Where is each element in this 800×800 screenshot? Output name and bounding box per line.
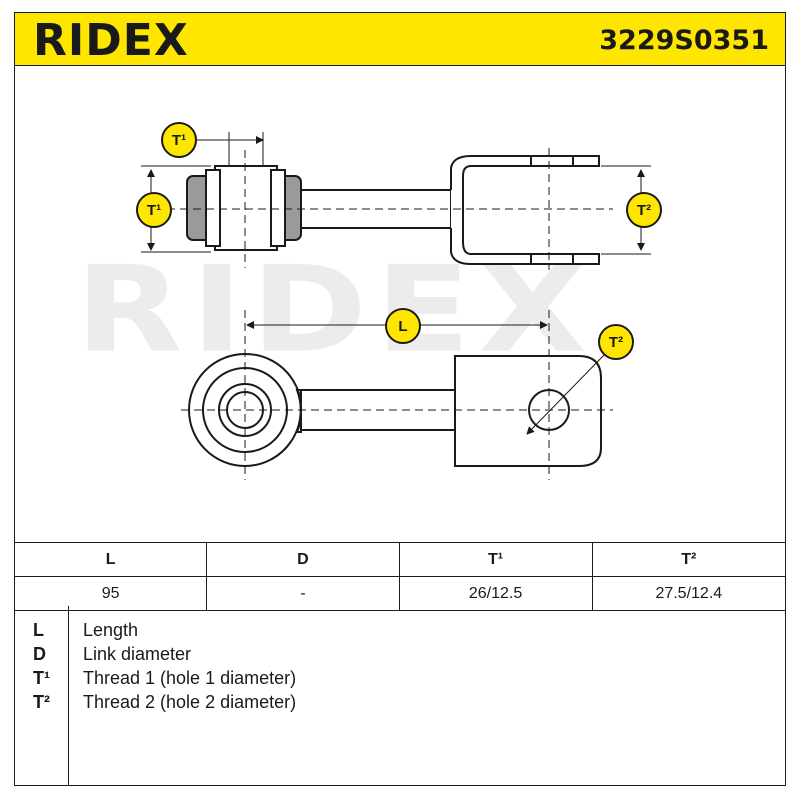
spec-table: L D T¹ T² 95 - 26/12.5 27.5/12.4 (13, 542, 787, 611)
spec-header-l: L (13, 542, 208, 577)
eye-ring-3 (226, 391, 264, 429)
header-bar: RIDEX 3229S0351 (14, 12, 786, 66)
spec-value-t2: 27.5/12.4 (591, 576, 787, 611)
side-centerlines (141, 148, 613, 270)
spec-value-l: 95 (13, 576, 208, 611)
spec-header-d: D (206, 542, 400, 577)
label-t1-side: T¹ (147, 202, 161, 219)
spec-header-row: L D T¹ T² (13, 542, 787, 577)
legend-text: Link diameter (83, 644, 192, 664)
label-t2-hole: T² (609, 334, 623, 351)
badge-t2-hole (598, 324, 634, 360)
spec-value-row: 95 - 26/12.5 27.5/12.4 (13, 576, 787, 611)
label-t2-side: T² (637, 202, 651, 219)
label-t1-top: T¹ (172, 132, 186, 149)
spec-header-t2: T² (591, 542, 787, 577)
legend-text: Length (83, 620, 139, 640)
label-length: L (398, 318, 407, 335)
bushing-housing (214, 165, 278, 251)
legend-symbol: L (33, 620, 44, 640)
fork-bracket (450, 155, 600, 265)
legend-text: Thread 1 (hole 1 diameter) (83, 668, 297, 688)
side-view (186, 155, 600, 265)
legend-symbol: T² (33, 692, 50, 712)
legend-divider (68, 606, 69, 785)
legend-symbol: T¹ (33, 668, 50, 688)
legend-text: Thread 2 (hole 2 diameter) (83, 692, 297, 712)
spec-value-d: - (206, 576, 400, 611)
eye-ring-2 (218, 383, 272, 437)
legend: L Length D Link diameter T¹ Thread 1 (ho… (14, 606, 786, 786)
badge-t2-side (626, 192, 662, 228)
dimension-badges (136, 122, 662, 360)
technical-drawing: RIDEX (14, 66, 786, 542)
fork-plate (454, 355, 602, 467)
part-number: 3229S0351 (599, 25, 769, 56)
badge-length (385, 308, 421, 344)
spec-header-t1: T¹ (398, 542, 593, 577)
brand-logo: RIDEX (33, 15, 189, 66)
top-centerlines (181, 310, 613, 480)
legend-symbol: D (33, 644, 46, 664)
badge-t1-top (161, 122, 197, 158)
badge-t1-side (136, 192, 172, 228)
